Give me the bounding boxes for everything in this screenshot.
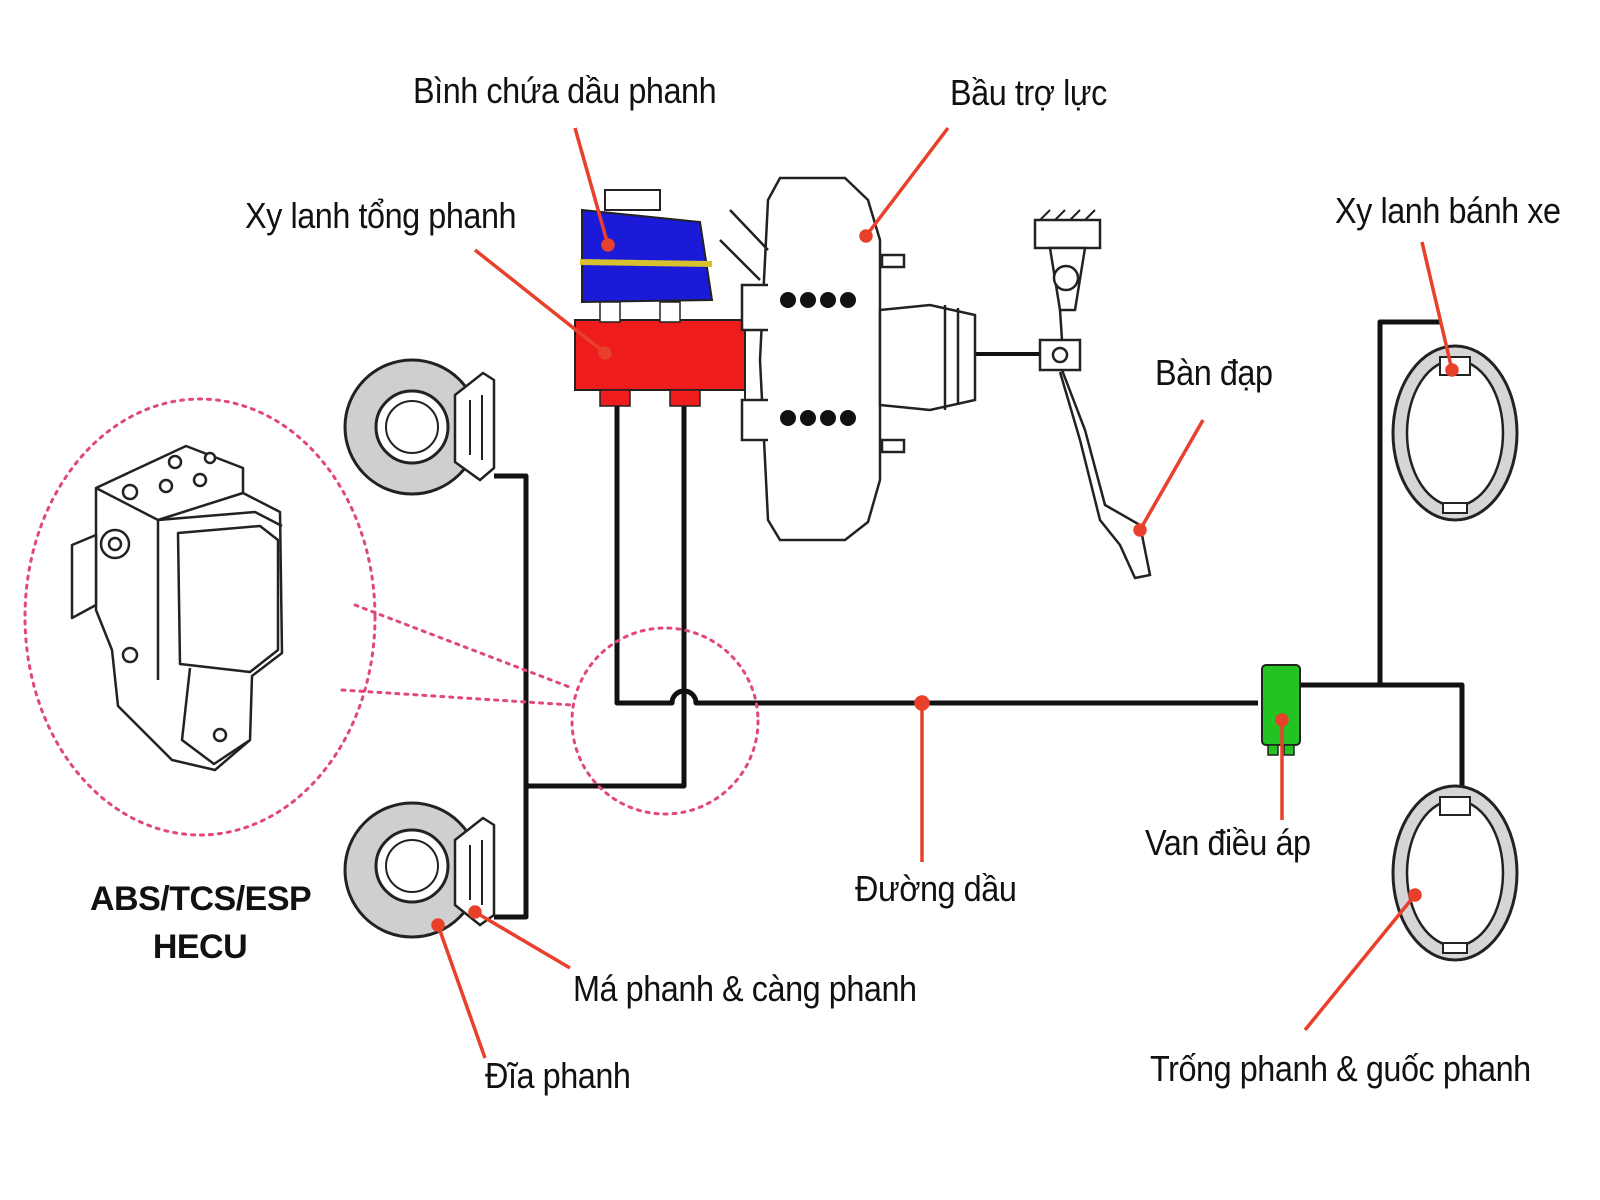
leader-pedal [1138,419,1205,531]
leader-booster [864,126,950,238]
rear-upper-drum [1391,344,1519,522]
brake-pedal [1033,209,1152,580]
label-disc: Đĩa phanh [485,1055,631,1096]
leader-dot-valve [1275,713,1289,727]
leader-dot-master [598,346,612,360]
label-valve: Van điều áp [1145,822,1311,863]
label-wheel-cylinder: Xy lanh bánh xe [1335,190,1561,231]
leader-dot-line [914,695,930,711]
front-line-a [614,405,1258,706]
label-abs: ABS/TCS/ESP [90,880,312,918]
leader-disc [436,924,487,1059]
leader-dot-disc [431,918,445,932]
rear-lower-drum [1391,784,1519,962]
front-vertical [494,473,529,920]
reservoir [579,189,714,323]
leader-drum [1303,893,1417,1032]
proportioning-valve [1261,664,1301,756]
hecu-circle [23,397,377,837]
leader-master-cylinder [473,248,607,355]
front-left-disc [343,358,496,496]
label-reservoir: Bình chứa dầu phanh [413,70,717,111]
label-brake-line: Đường dầu [855,868,1017,909]
leader-reservoir [573,127,610,246]
leader-dot-pads [468,905,482,919]
leader-dot-drum [1408,888,1422,902]
label-pads-caliper: Má phanh & càng phanh [573,968,917,1009]
label-hecu: HECU [152,928,248,966]
callout-lines [340,603,574,707]
front-right-disc [343,801,496,939]
leader-pads [474,910,571,970]
brake-booster [719,176,977,542]
front-line-b [526,405,687,789]
label-pedal: Bàn đạp [1155,352,1273,393]
hecu-callout [23,397,760,837]
hecu-unit [70,444,284,772]
leader-wheel-cylinder [1420,241,1454,371]
junction-circle [570,626,760,816]
label-master-cylinder: Xy lanh tổng phanh [245,195,517,236]
rear-line [1300,319,1465,792]
hydraulic-lines [494,319,1465,920]
leader-lines [431,126,1459,1059]
label-booster: Bầu trợ lực [950,72,1107,113]
leader-dot-reservoir [601,238,615,252]
leader-dot-booster [859,229,873,243]
leader-dot-pedal [1133,523,1147,537]
label-drum-shoes: Trống phanh & guốc phanh [1150,1048,1531,1089]
leader-dot-wheel [1445,363,1459,377]
